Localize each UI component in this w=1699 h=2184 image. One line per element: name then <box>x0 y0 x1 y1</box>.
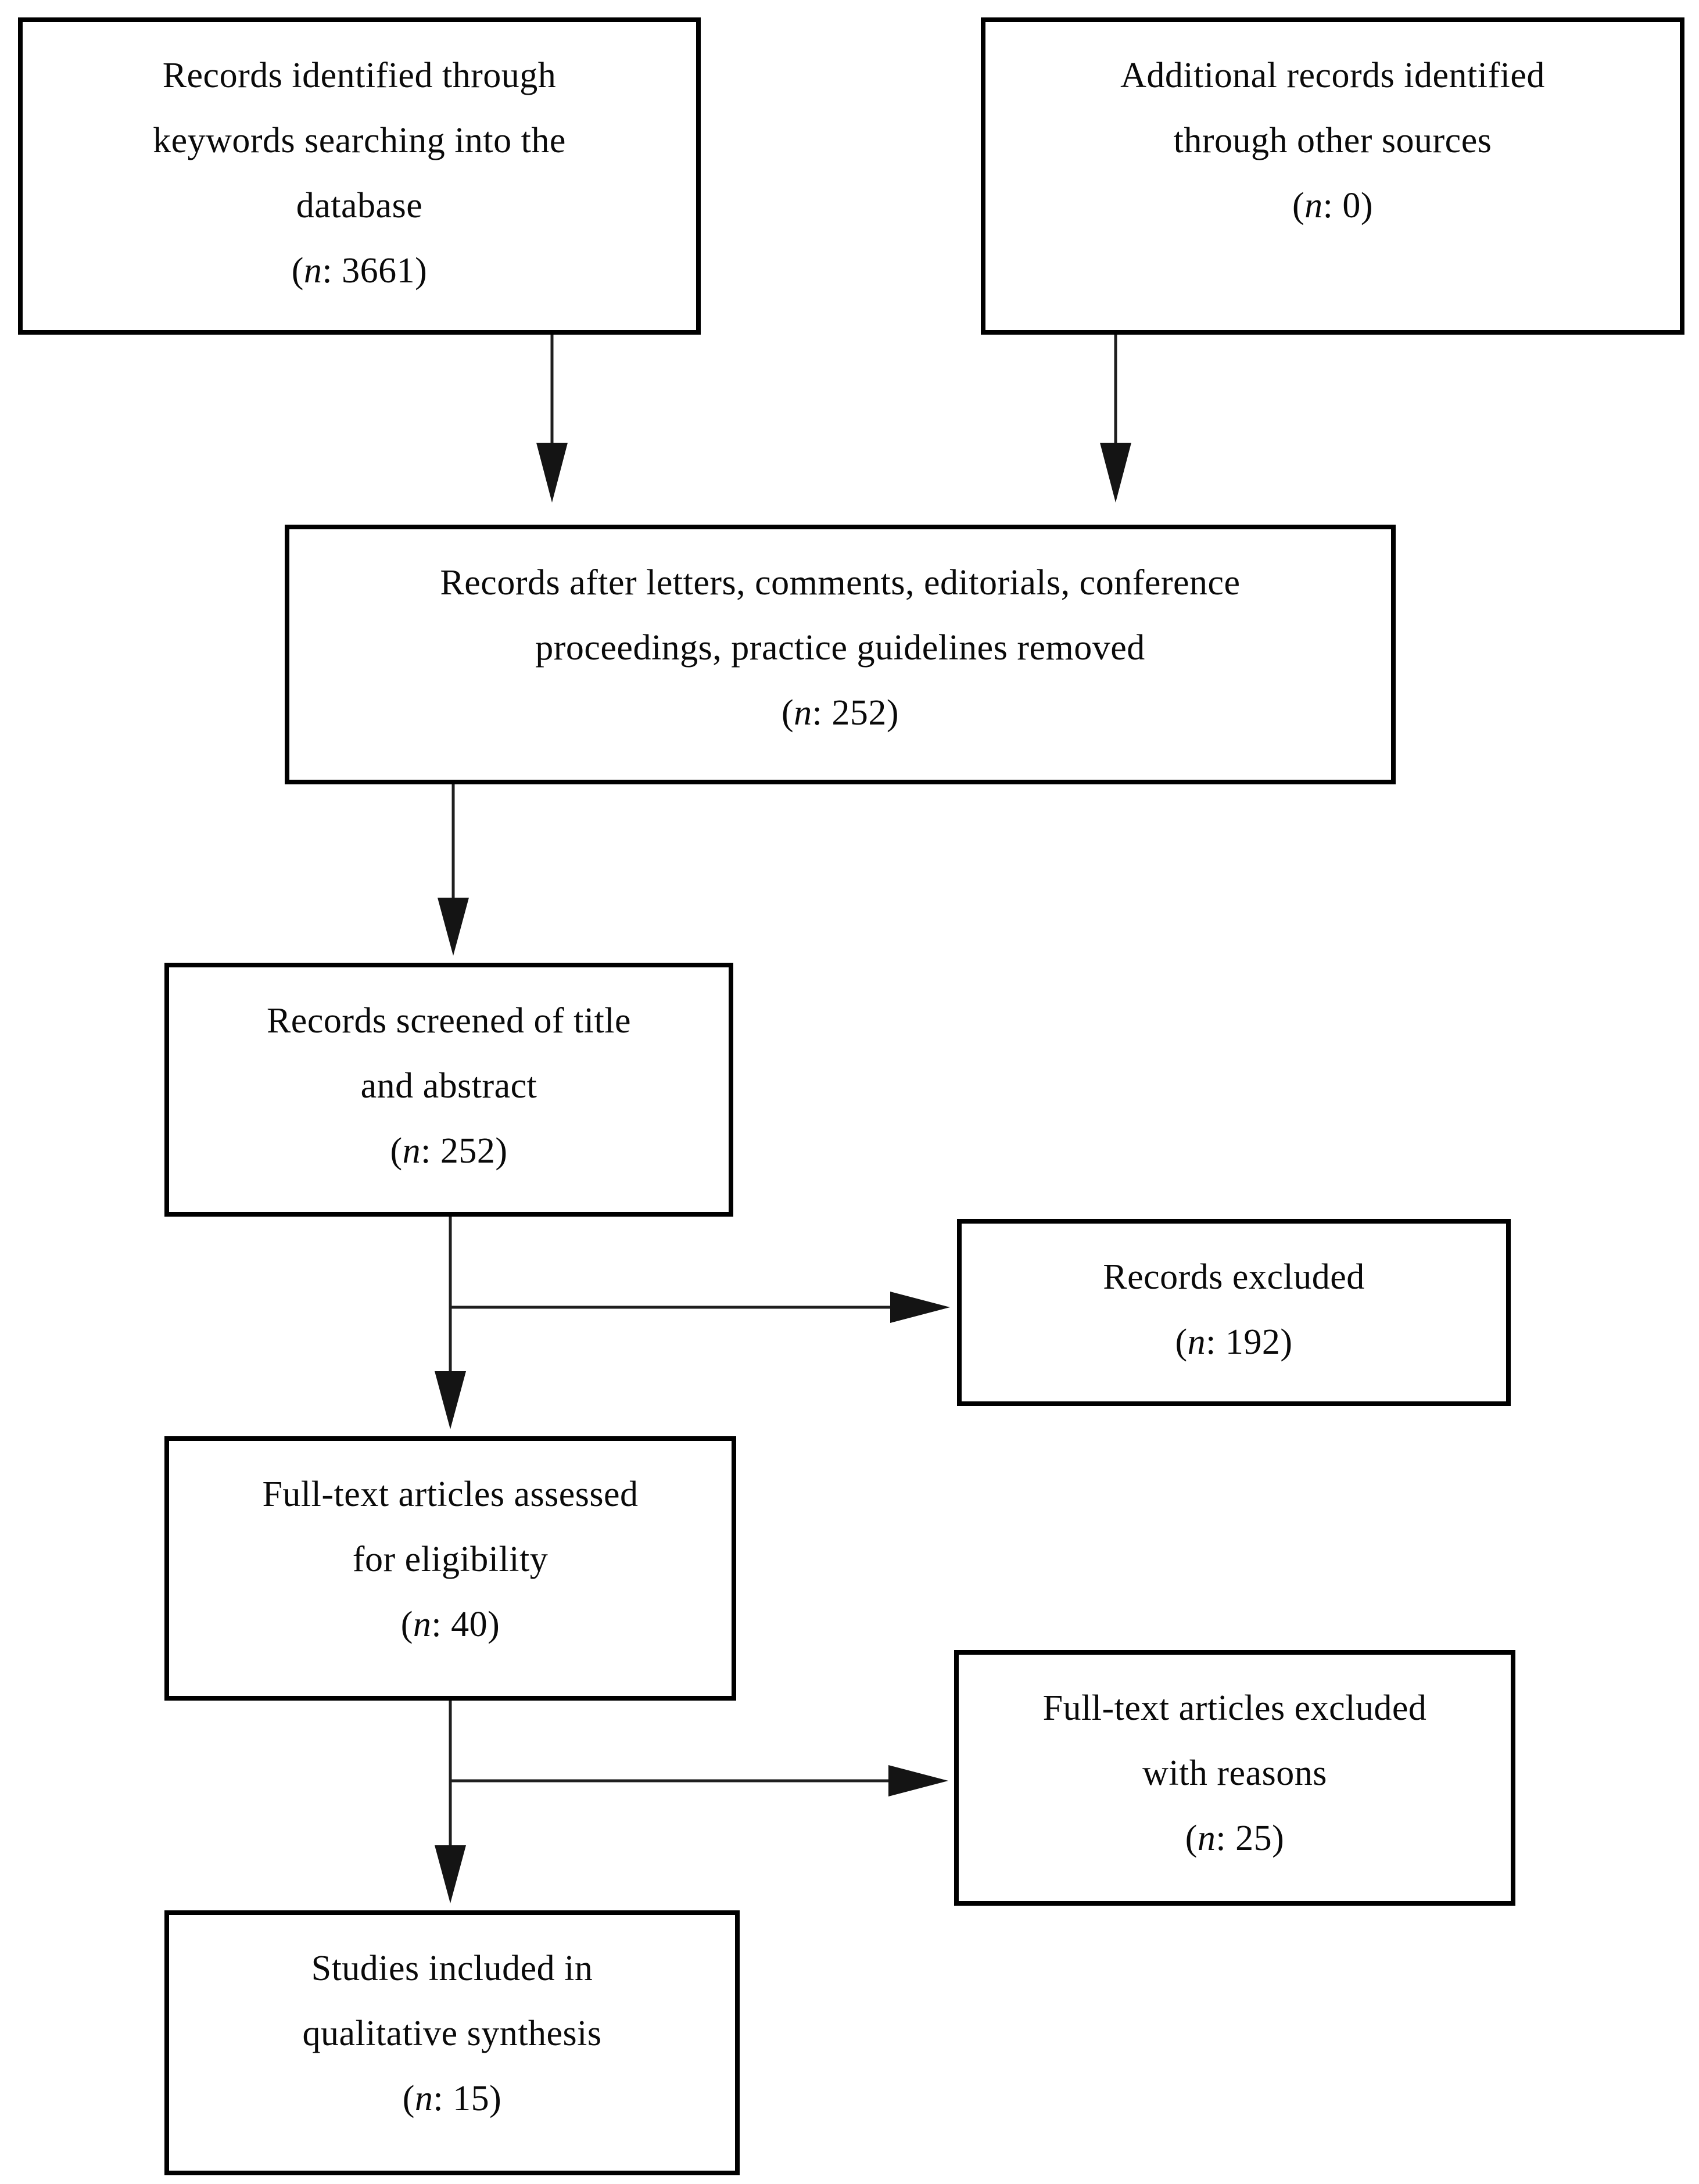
box-additional-records-other-sources: Additional records identified through ot… <box>981 17 1684 335</box>
n-symbol: n <box>794 693 812 733</box>
arrow-screened-to-excluded <box>450 1292 950 1323</box>
arrow-database-to-merged <box>536 331 568 503</box>
n-symbol: n <box>303 251 322 291</box>
count-value: 0 <box>1342 186 1361 225</box>
n-symbol: n <box>1197 1819 1216 1858</box>
arrow-merged-to-screened <box>438 784 469 956</box>
box-fulltext-assessed: Full-text articles assessed for eligibil… <box>164 1436 736 1701</box>
count-line: (n: 3661) <box>291 251 428 291</box>
box-text-line: and abstract <box>360 1066 537 1106</box>
arrow-fulltext-to-included <box>435 1701 466 1903</box>
count-line: (n: 0) <box>1292 186 1374 225</box>
box-text-line: through other sources <box>1173 121 1492 160</box>
box-text-line: Full-text articles assessed <box>262 1475 639 1514</box>
box-text-line: Studies included in <box>311 1949 593 1988</box>
count-value: 40 <box>451 1605 488 1644</box>
count-line: (n: 40) <box>400 1605 500 1644</box>
box-records-identified-database: Records identified through keywords sear… <box>18 17 701 335</box>
box-text-line: proceedings, practice guidelines removed <box>535 628 1145 668</box>
count-value: 3661 <box>342 251 415 291</box>
box-text-line: Records screened of title <box>266 1001 632 1041</box>
box-text-line: database <box>296 186 423 225</box>
count-line: (n: 192) <box>1175 1322 1293 1362</box>
count-value: 15 <box>453 2079 490 2118</box>
arrow-other-sources-to-merged <box>1100 331 1131 503</box>
count-value: 25 <box>1235 1819 1273 1858</box>
box-text-line: Records identified through <box>162 56 557 95</box>
n-symbol: n <box>414 2079 433 2118</box>
n-symbol: n <box>402 1131 421 1171</box>
count-line: (n: 15) <box>402 2079 502 2118</box>
count-value: 252 <box>831 693 887 733</box>
box-studies-included: Studies included in qualitative synthesi… <box>164 1910 740 2175</box>
box-records-after-removal: Records after letters, comments, editori… <box>285 525 1396 784</box>
box-text-line: keywords searching into the <box>153 121 566 160</box>
count-line: (n: 252) <box>781 693 899 733</box>
box-text-line: with reasons <box>1142 1753 1327 1793</box>
arrow-screened-to-fulltext <box>435 1217 466 1429</box>
count-line: (n: 252) <box>390 1131 508 1171</box>
n-symbol: n <box>1187 1322 1206 1362</box>
box-records-screened: Records screened of title and abstract (… <box>164 963 733 1217</box>
count-value: 192 <box>1225 1322 1281 1362</box>
box-text-line: Records excluded <box>1103 1257 1365 1297</box>
arrow-fulltext-to-excluded <box>450 1765 948 1796</box>
count-line: (n: 25) <box>1185 1819 1285 1858</box>
box-fulltext-excluded: Full-text articles excluded with reasons… <box>954 1650 1515 1906</box>
box-text-line: Additional records identified <box>1120 56 1545 95</box>
n-symbol: n <box>1304 186 1323 225</box>
box-text-line: Full-text articles excluded <box>1042 1688 1427 1728</box>
box-text-line: Records after letters, comments, editori… <box>440 563 1241 603</box>
box-text-line: for eligibility <box>352 1540 549 1579</box>
box-records-excluded: Records excluded (n: 192) <box>957 1219 1511 1406</box>
count-value: 252 <box>440 1131 496 1171</box>
n-symbol: n <box>413 1605 432 1644</box>
box-text-line: qualitative synthesis <box>302 2014 602 2053</box>
